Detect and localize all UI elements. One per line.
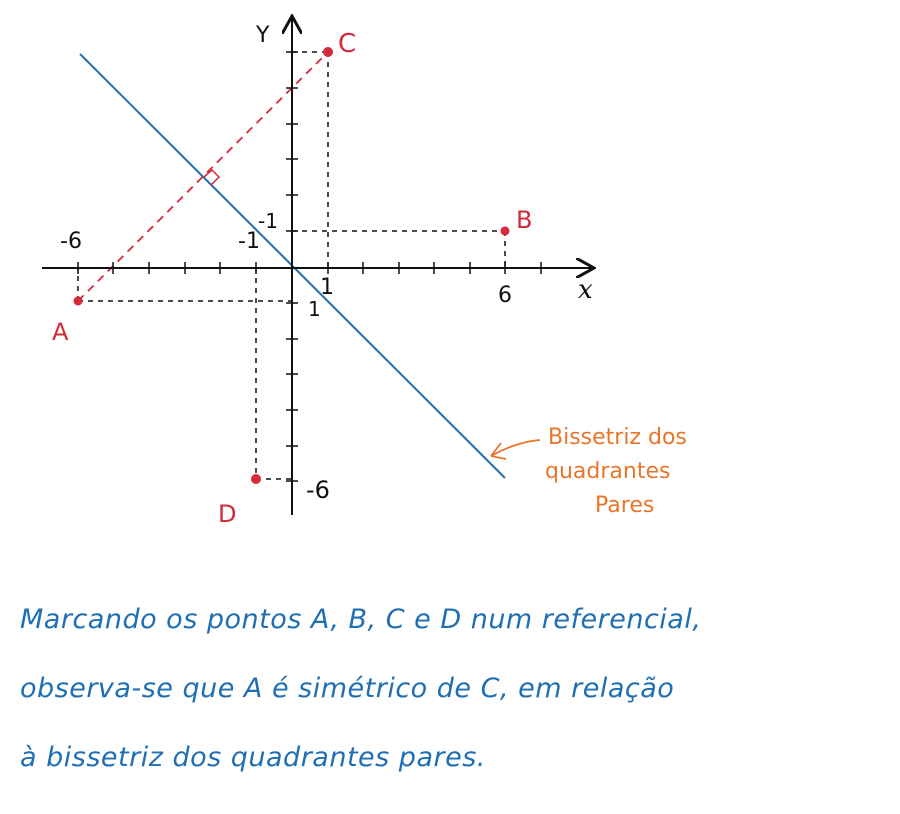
caption-line-2: observa-se que A é simétrico de C, em re… (20, 673, 675, 704)
point-c (323, 47, 333, 57)
point-d (251, 474, 261, 484)
segment-ac (77, 51, 329, 302)
bisector-label-line-2: quadrantes (545, 459, 670, 484)
tick-label-x-1: 1 (320, 275, 334, 300)
tick-label-x-6: 6 (498, 283, 512, 308)
tick-label-y-1: 1 (308, 297, 321, 321)
caption: Marcando os pontos A, B, C e D num refer… (20, 585, 880, 792)
point-d-label: D (218, 500, 236, 528)
point-b-label: B (516, 206, 532, 234)
tick-label-y-neg1: -1 (258, 209, 278, 233)
projection-lines (77, 51, 506, 480)
caption-line-1: Marcando os pontos A, B, C e D num refer… (20, 604, 702, 635)
tick-label-x-neg6: -6 (60, 229, 82, 254)
point-b (500, 226, 510, 236)
tick-label-y-neg6: -6 (306, 476, 330, 504)
y-axis-label: Y (255, 23, 270, 48)
point-c-label: C (338, 29, 356, 59)
point-a-label: A (52, 318, 69, 346)
tick-label-x-neg1: -1 (238, 229, 260, 254)
annotation-arrow (490, 439, 541, 460)
right-angle-mark (203, 168, 221, 186)
x-ticks (77, 262, 542, 274)
x-axis-label: x (578, 275, 593, 305)
point-a (73, 296, 83, 306)
bisector-label-line-3: Pares (595, 493, 654, 518)
caption-line-3: à bissetriz dos quadrantes pares. (20, 742, 486, 773)
y-ticks (286, 51, 298, 482)
bisector-label-line-1: Bissetriz dos (548, 425, 687, 450)
